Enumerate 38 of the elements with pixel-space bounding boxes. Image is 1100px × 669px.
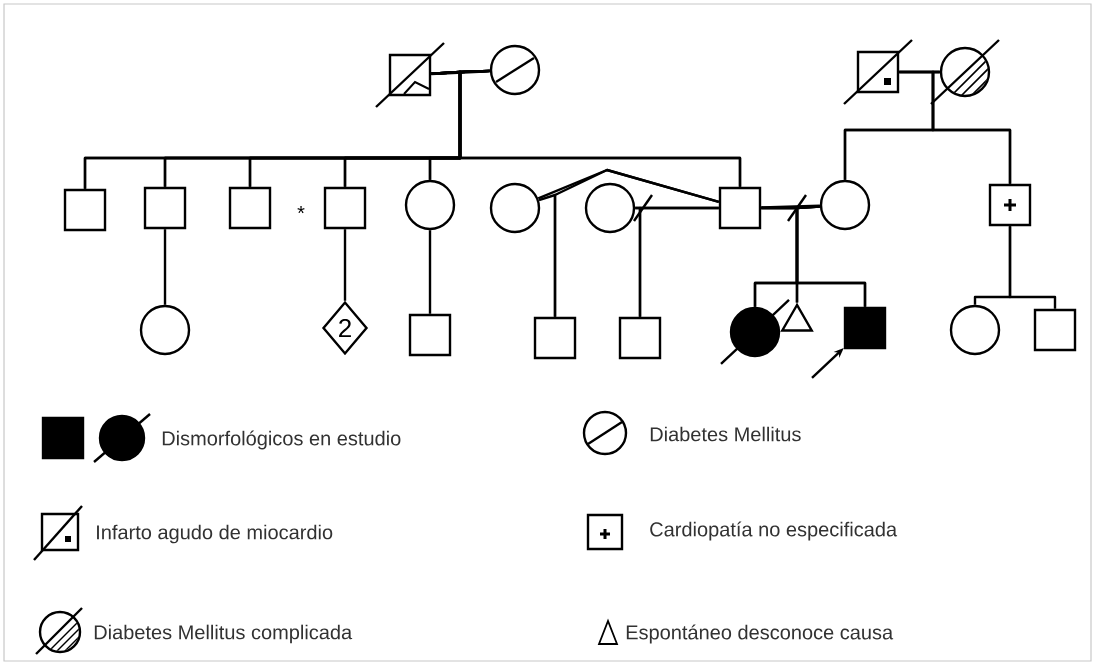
square-symbol [533,316,577,360]
square-symbol [143,186,187,230]
descent-line [343,229,347,301]
circle-symbol [139,304,191,356]
legend-text: Infarto agudo de miocardio [97,524,333,544]
square-symbol [228,186,272,230]
asterisk-label: * [297,206,305,214]
square-symbol [618,316,662,360]
square-symbol [63,188,107,232]
square-symbol [375,42,445,108]
circle-symbol [489,44,541,96]
circle-symbol [930,39,1000,105]
descent-line [1008,226,1057,309]
descent-line [638,206,719,317]
legend-text: Diabetes Mellitus complicada [94,624,353,644]
square-symbol [718,186,762,230]
circle-symbol [404,179,456,231]
legend-text: Dismorfológicos en estudio [162,430,401,450]
circle-symbol [584,182,636,234]
descent-line [163,229,167,305]
descent-line [428,230,432,314]
descent-line [795,205,867,307]
descent-line [931,70,1012,184]
square-symbol [323,186,367,230]
descent-line [553,168,720,317]
square-symbol [843,39,913,105]
couple-line [761,194,820,222]
circle-symbol [819,179,871,231]
legend-text: Cardiopatía no especificada [650,521,898,541]
circle-symbol [720,299,790,365]
square-symbol [408,313,452,357]
circle-symbol [949,304,1001,356]
square-symbol [843,306,887,350]
square-symbol [988,183,1032,227]
square-symbol [1033,308,1077,352]
legend-text: Diabetes Mellitus [650,426,801,442]
legend-text: Espontáneo desconoce causa [626,624,894,644]
circle-symbol [489,182,541,234]
